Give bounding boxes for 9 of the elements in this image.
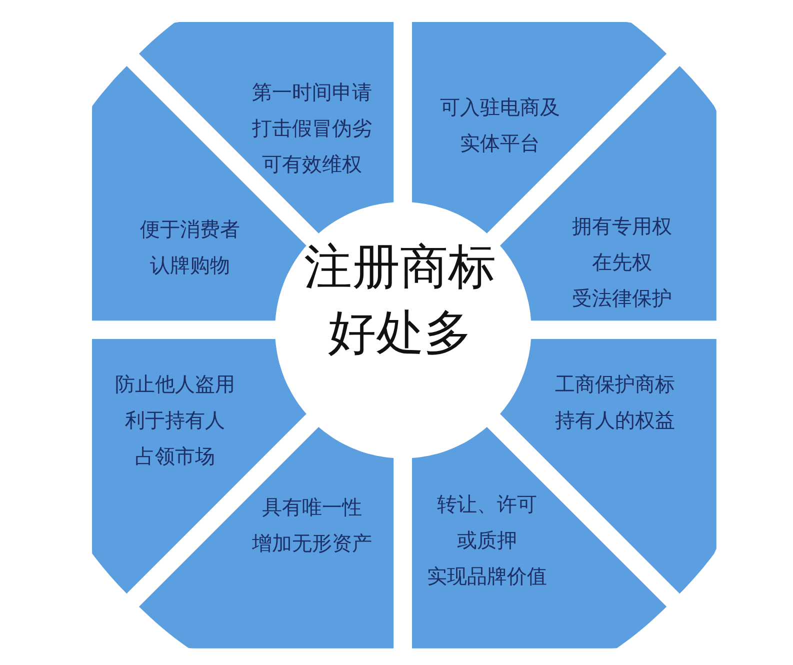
segment-text: 工商保护商标持有人的权益: [554, 371, 675, 434]
segment-text: 转让、许可或质押实现品牌价值: [427, 490, 547, 590]
segment-text: 第一时间申请打击假冒伪劣可有效维权: [252, 79, 372, 178]
center-title: 注册商标好处多: [304, 238, 496, 363]
segment-text: 可入驻电商及实体平台: [440, 94, 560, 157]
segment-text: 便于消费者认牌购物: [140, 216, 240, 279]
segment-text: 拥有专用权在先权受法律保护: [572, 212, 672, 312]
segment-text: 防止他人盗用利于持有人占领市场: [115, 371, 235, 470]
segment-text: 具有唯一性增加无形资产: [252, 494, 372, 557]
